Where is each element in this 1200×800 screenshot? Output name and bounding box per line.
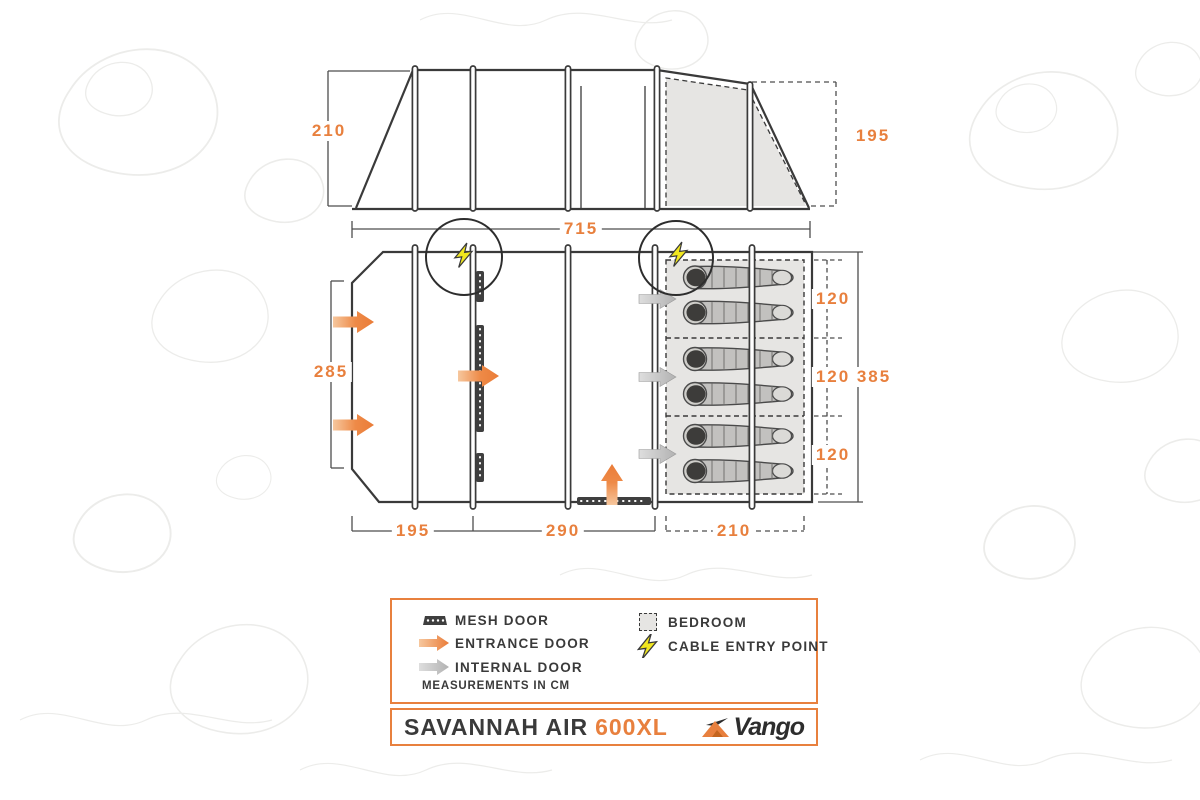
legend-item-internal-door: INTERNAL DOOR bbox=[415, 657, 583, 677]
dim-bedroom-total-depth: 385 bbox=[852, 367, 896, 387]
measurements-note: MEASUREMENTS IN CM bbox=[422, 680, 570, 692]
legend-item-mesh-door: MESH DOOR bbox=[415, 610, 549, 630]
bedroom-area bbox=[665, 259, 805, 495]
cable-entry-icon bbox=[628, 634, 668, 658]
side-elevation bbox=[352, 65, 810, 212]
dim-living-width: 290 bbox=[541, 521, 585, 541]
dim-bedroom-section-3: 120 bbox=[811, 445, 855, 465]
product-model: 600XL bbox=[595, 713, 668, 740]
legend-item-cable-entry: CABLE ENTRY POINT bbox=[628, 634, 829, 658]
legend: MESH DOOR ENTRANCE DOOR INTERNAL D bbox=[390, 598, 827, 704]
dim-porch-depth: 285 bbox=[309, 362, 353, 382]
dim-bedroom-width: 210 bbox=[712, 521, 756, 541]
product-name: SAVANNAH AIR bbox=[404, 713, 589, 740]
dim-bedroom-section-2: 120 bbox=[811, 367, 855, 387]
dim-total-length: 715 bbox=[559, 219, 603, 239]
internal-door-icon bbox=[415, 658, 455, 676]
cable-entry-points bbox=[425, 218, 714, 296]
legend-item-entrance-door: ENTRANCE DOOR bbox=[415, 633, 590, 653]
entrance-door-icon bbox=[415, 634, 455, 652]
elevation-air-beams bbox=[411, 65, 754, 212]
vango-logo-text: Vango bbox=[733, 713, 805, 741]
vango-logo: Vango bbox=[701, 713, 805, 741]
dim-front-width: 195 bbox=[391, 521, 435, 541]
elevation-inner-lines bbox=[580, 86, 646, 208]
bedroom-icon bbox=[628, 613, 668, 631]
legend-item-bedroom: BEDROOM bbox=[628, 612, 747, 632]
dim-bedroom-section-1: 120 bbox=[811, 289, 855, 309]
mesh-door-icon bbox=[415, 615, 455, 626]
floor-plan bbox=[333, 218, 814, 510]
elevation-bedroom-shading bbox=[666, 78, 806, 206]
dim-side-height-right: 195 bbox=[851, 126, 895, 146]
dim-side-height-left: 210 bbox=[307, 121, 351, 141]
vango-logo-mark bbox=[701, 718, 729, 737]
